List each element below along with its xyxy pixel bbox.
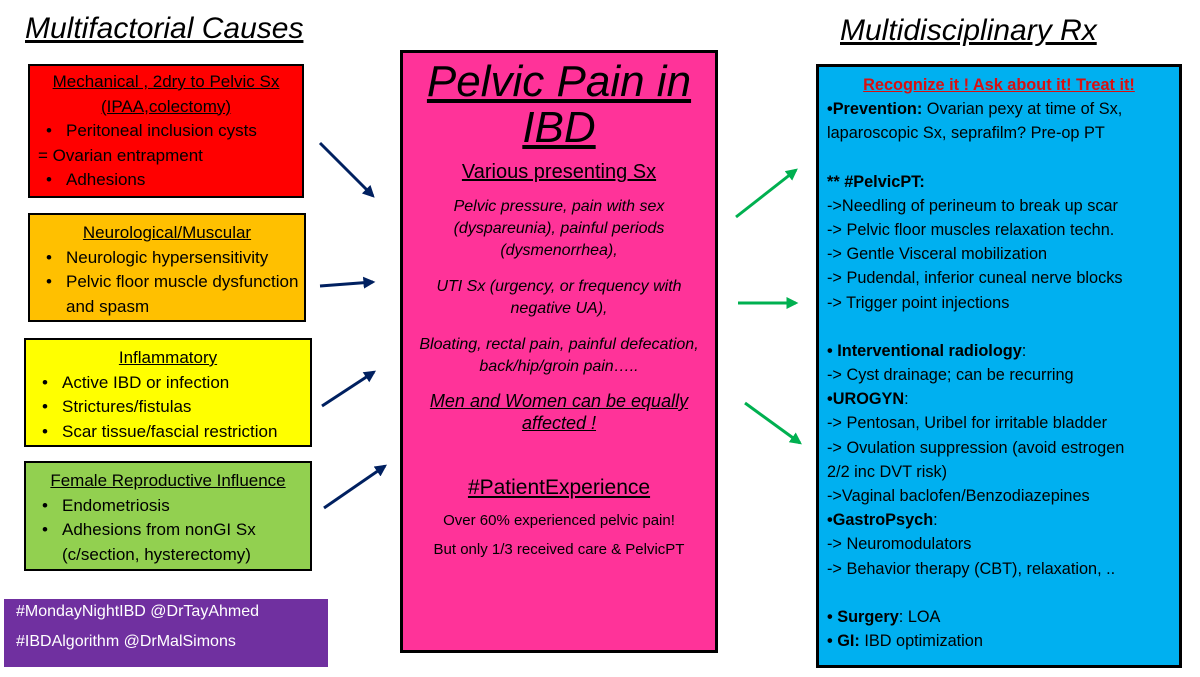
center-box: Pelvic Pain in IBD Various presenting Sx…	[400, 50, 718, 653]
symptom-paragraph: Bloating, rectal pain, painful defecatio…	[419, 336, 699, 375]
cause-mechanical-item: Adhesions	[46, 168, 298, 193]
interventional-radiology-item: -> Cyst drainage; can be recurring	[827, 366, 1074, 385]
interventional-radiology-label: • Interventional radiology	[827, 341, 1022, 360]
hashtag-line: #MondayNightIBD @DrTayAhmed	[16, 603, 260, 620]
gastropsych-item: -> Behavior therapy (CBT), relaxation, .…	[827, 559, 1116, 578]
symptom-paragraph: UTI Sx (urgency, or frequency with negat…	[436, 278, 682, 317]
label-colon: :	[1021, 341, 1027, 360]
surgery-text: : LOA	[898, 607, 941, 626]
symptom-paragraph: Pelvic pressure, pain with sex (dyspareu…	[453, 198, 665, 259]
cause-mechanical-item: = Ovarian entrapment	[38, 145, 203, 165]
cause-reproductive-item: Adhesions from nonGI Sx (c/section, hyst…	[42, 518, 306, 567]
label-colon: :	[904, 390, 909, 409]
prevention-text: laparoscopic Sx, seprafilm? Pre-op PT	[827, 124, 1105, 143]
arrow-cause-to-center	[323, 464, 387, 510]
pelvic-pt-item: -> Gentle Visceral mobilization	[827, 245, 1048, 264]
arrow-cause-to-center	[319, 276, 376, 289]
cause-inflammatory-item: Active IBD or infection	[42, 371, 306, 396]
hashtag-line: #IBDAlgorithm @DrMalSimons	[16, 633, 236, 650]
cause-mechanical-subtitle: (IPAA,colectomy)	[100, 96, 232, 116]
cause-mechanical-item: Peritoneal inclusion cysts	[46, 119, 298, 144]
cause-reproductive-box: Female Reproductive Influence Endometrio…	[24, 461, 312, 571]
hashtag-box: #MondayNightIBD @DrTayAhmed #IBDAlgorith…	[4, 599, 328, 667]
equally-affected-note: Men and Women can be equally affected !	[429, 391, 689, 433]
urogyn-label: •UROGYN	[827, 390, 905, 409]
surgery-label: • Surgery	[827, 607, 899, 626]
cause-reproductive-item: Endometriosis	[42, 494, 306, 519]
pelvic-pt-item: -> Pudendal, inferior cuneal nerve block…	[827, 269, 1123, 288]
patient-experience-hashtag: #PatientExperience	[467, 476, 651, 499]
label-colon: :	[933, 511, 938, 530]
center-subtitle: Various presenting Sx	[461, 161, 657, 183]
pelvic-pt-item: ->Needling of perineum to break up scar	[827, 196, 1118, 215]
gastropsych-item: -> Neuromodulators	[827, 535, 972, 554]
treatment-box: Recognize it ! Ask about it! Treat it! •…	[816, 64, 1182, 668]
cause-reproductive-title: Female Reproductive Influence	[50, 471, 286, 490]
cause-inflammatory-item: Scar tissue/fascial restriction	[42, 420, 306, 445]
cause-mechanical-title: Mechanical , 2dry to Pelvic Sx	[52, 72, 280, 91]
heading-causes: Multifactorial Causes	[25, 12, 304, 45]
prevention-line: •Prevention: Ovarian pexy at time of Sx,	[827, 97, 1179, 121]
cause-inflammatory-title: Inflammatory	[118, 348, 218, 367]
gi-text: IBD optimization	[859, 632, 983, 651]
arrow-cause-to-center	[321, 370, 377, 408]
pelvic-pt-item: -> Trigger point injections	[827, 293, 1010, 312]
cause-mechanical-box: Mechanical , 2dry to Pelvic Sx (IPAA,col…	[28, 64, 304, 198]
urogyn-item: -> Ovulation suppression (avoid estrogen	[827, 438, 1125, 457]
arrow-center-to-treatment	[735, 168, 798, 219]
prevention-text: Ovarian pexy at time of Sx,	[926, 100, 1123, 119]
urogyn-item: 2/2 inc DVT risk)	[827, 462, 948, 481]
arrow-center-to-treatment	[744, 401, 802, 445]
gastropsych-label: •GastroPsych	[827, 511, 934, 530]
pelvic-pt-label: ** #PelvicPT:	[827, 172, 925, 191]
treatment-headline: Recognize it ! Ask about it! Treat it!	[863, 76, 1135, 94]
prevention-label: •Prevention:	[827, 100, 923, 119]
heading-treatment: Multidisciplinary Rx	[840, 14, 1097, 47]
stat-line: But only 1/3 received care & PelvicPT	[433, 541, 685, 558]
stat-line: Over 60% experienced pelvic pain!	[443, 512, 675, 529]
pelvic-pt-item: -> Pelvic floor muscles relaxation techn…	[827, 221, 1115, 240]
cause-neurological-box: Neurological/Muscular Neurologic hyperse…	[28, 213, 306, 322]
cause-neurological-item: Neurologic hypersensitivity	[46, 246, 300, 271]
cause-neurological-item: Pelvic floor muscle dysfunction and spas…	[46, 270, 300, 319]
cause-neurological-title: Neurological/Muscular	[82, 223, 252, 242]
cause-inflammatory-item: Strictures/fistulas	[42, 395, 306, 420]
cause-inflammatory-box: Inflammatory Active IBD or infection Str…	[24, 338, 312, 447]
urogyn-item: ->Vaginal baclofen/Benzodiazepines	[827, 487, 1090, 506]
urogyn-item: -> Pentosan, Uribel for irritable bladde…	[827, 414, 1108, 433]
arrow-cause-to-center	[318, 141, 375, 198]
gi-label: • GI:	[827, 632, 860, 651]
center-title: Pelvic Pain in IBD	[426, 57, 692, 152]
